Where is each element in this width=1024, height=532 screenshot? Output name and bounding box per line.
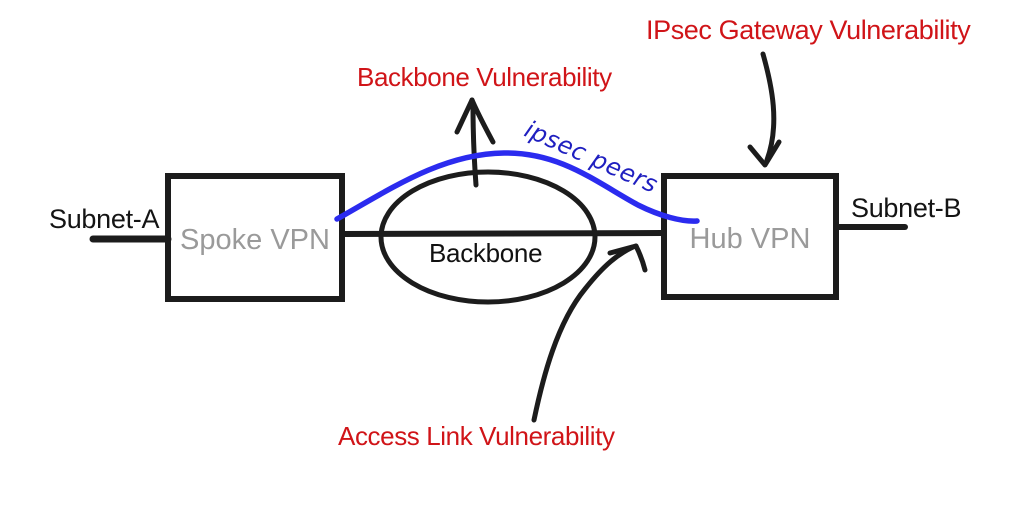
backbone-ellipse bbox=[378, 169, 598, 305]
arrowhead-right-wing bbox=[469, 97, 496, 145]
arrow-shaft bbox=[470, 103, 479, 188]
ipsec-gateway-vulnerability-label: IPsec Gateway Vulnerability bbox=[646, 15, 971, 45]
spoke-vpn-box: Spoke VPN bbox=[165, 173, 345, 302]
arrowhead-left-wing bbox=[454, 97, 475, 135]
arrow-shaft bbox=[531, 244, 636, 423]
access-link-vulnerability-label: Access Link Vulnerability bbox=[338, 421, 615, 451]
hub-vpn-label: Hub VPN bbox=[689, 223, 811, 255]
arrowhead-left-wing bbox=[607, 243, 639, 256]
arrow-shaft bbox=[760, 51, 777, 163]
ipsec-gateway-vulnerability-arrow bbox=[747, 51, 782, 168]
arrowhead bbox=[747, 139, 782, 168]
hub-vpn-box: Hub VPN bbox=[661, 173, 839, 300]
backbone-vulnerability-label: Backbone Vulnerability bbox=[357, 62, 612, 92]
backbone-cloud-label: Backbone bbox=[429, 238, 543, 268]
arrowhead-right-wing bbox=[633, 243, 648, 273]
backbone-link-line bbox=[341, 230, 665, 237]
spoke-vpn-label: Spoke VPN bbox=[180, 224, 330, 256]
subnet-b-label: Subnet-B bbox=[851, 193, 962, 223]
ipsec-peers-label: ipsec peers bbox=[520, 115, 663, 199]
subnet-a-label: Subnet-A bbox=[49, 204, 160, 234]
access-link-vulnerability-arrow bbox=[531, 243, 648, 423]
backbone-vulnerability-arrow bbox=[454, 97, 496, 188]
